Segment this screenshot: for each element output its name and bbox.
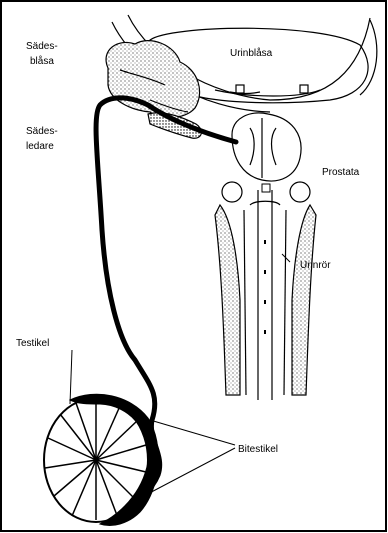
vas-deferens-label-line1: Sädes- bbox=[26, 126, 58, 137]
urethra-label: Urinrör bbox=[300, 260, 331, 271]
seminal-vesicle-label-line2: blåsa bbox=[30, 55, 54, 67]
seminal-vesicle-label-line1: Sädes- bbox=[26, 41, 58, 52]
testicle-label: Testikel bbox=[16, 338, 49, 349]
bladder-label: Urinblåsa bbox=[230, 47, 273, 59]
urethra-valve bbox=[262, 184, 270, 192]
epididymis-label: Bitestikel bbox=[238, 444, 278, 455]
bulbourethral-gland-right bbox=[290, 182, 310, 202]
bulbourethral-gland-left bbox=[222, 182, 242, 202]
vas-deferens-label-line2: ledare bbox=[26, 141, 54, 152]
prostate-label: Prostata bbox=[322, 167, 360, 178]
